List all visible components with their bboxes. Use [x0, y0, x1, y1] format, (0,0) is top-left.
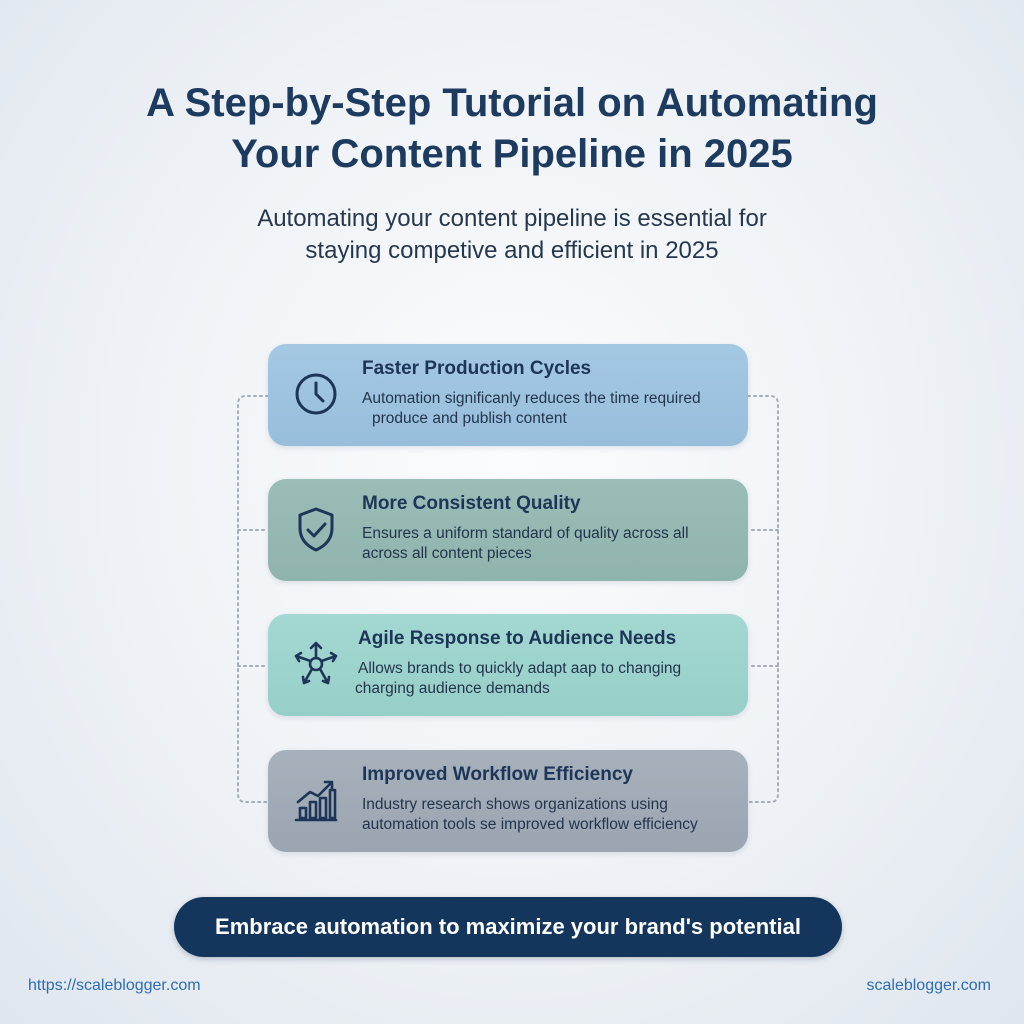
subtitle-line-2: staying competive and efficient in 2025 [305, 236, 719, 264]
shield-check-icon [290, 503, 342, 555]
card-desc-line-1: Ensures a uniform standard of quality ac… [362, 525, 689, 542]
card-desc-line-2: produce and publish content [372, 410, 567, 428]
card-desc-line-1: Allows brands to quickly adapt aap to ch… [358, 660, 682, 677]
footer-brand-link[interactable]: scaleblogger.com [866, 977, 991, 994]
clock-icon [290, 368, 342, 420]
page-subtitle: Automating your content pipeline is esse… [112, 203, 912, 267]
card-description: Allows brands to quickly adapt aap to ch… [355, 659, 738, 699]
card-desc-line-2: across all content pieces [362, 545, 532, 563]
card-title: More Consistent Quality [362, 493, 581, 514]
card-description: Ensures a uniform standard of quality ac… [362, 524, 742, 564]
card-title: Improved Workflow Efficiency [362, 764, 633, 785]
network-arrows-icon [290, 638, 342, 690]
card-title: Faster Production Cycles [362, 358, 592, 379]
bar-chart-growth-icon [290, 774, 342, 826]
feature-card-faster-production: Faster Production Cycles Automation sign… [268, 344, 748, 446]
page-title: A Step-by-Step Tutorial on Automating Yo… [62, 78, 962, 180]
card-description: Automation significanly reduces the time… [362, 389, 742, 429]
feature-card-consistent-quality: More Consistent Quality Ensures a unifor… [268, 479, 748, 581]
card-description: Industry research shows organizations us… [362, 795, 742, 835]
title-line-2: Your Content Pipeline in 2025 [231, 132, 793, 177]
subtitle-line-1: Automating your content pipeline is esse… [257, 205, 767, 232]
card-title: Agile Response to Audience Needs [358, 628, 677, 649]
card-desc-line-2: charging audience demands [355, 680, 550, 698]
feature-card-agile-response: Agile Response to Audience Needs Allows … [268, 614, 748, 716]
card-desc-line-1: Automation significanly reduces the time… [362, 390, 701, 407]
footer-url-link[interactable]: https://scaleblogger.com [28, 977, 201, 994]
title-line-1: A Step-by-Step Tutorial on Automating [146, 81, 878, 125]
card-desc-line-2: automation tools se improved workflow ef… [362, 816, 698, 834]
cta-banner: Embrace automation to maximize your bran… [174, 897, 842, 957]
feature-card-workflow-efficiency: Improved Workflow Efficiency Industry re… [268, 750, 748, 852]
card-desc-line-1: Industry research shows organizations us… [362, 796, 668, 813]
